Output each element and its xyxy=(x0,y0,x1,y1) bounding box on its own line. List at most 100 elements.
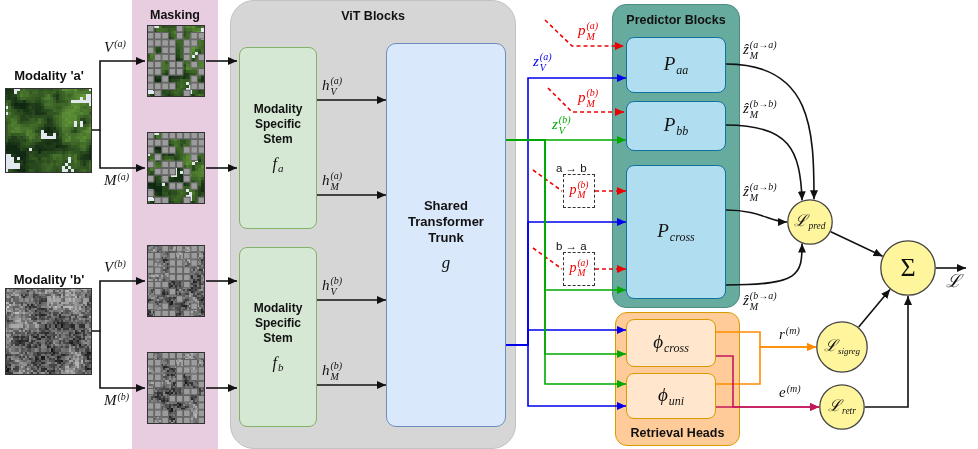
panel-heading: Predictor Blocks xyxy=(626,13,725,27)
formula: g xyxy=(442,254,451,271)
node-content: Pcross xyxy=(627,166,725,298)
connector xyxy=(317,99,386,101)
connector xyxy=(506,78,626,345)
formula: M(a) xyxy=(104,172,129,188)
math-symbol: h xyxy=(322,172,330,188)
connector xyxy=(859,289,890,327)
script-stack: (b→a)M xyxy=(750,291,777,312)
masked-image xyxy=(147,352,205,424)
subscript: M xyxy=(577,269,585,279)
masked-image xyxy=(147,132,205,204)
formula: z(b)V xyxy=(552,115,571,136)
label-slot: h(a)V xyxy=(322,76,342,97)
superscript: (a) xyxy=(331,171,343,182)
label-slot: p(b)M xyxy=(578,88,598,109)
subscript: M xyxy=(587,99,595,110)
masked-image xyxy=(147,25,205,97)
panel-heading-slot: Retrieval Heads xyxy=(616,423,739,441)
formula: ẑ(b→a)M xyxy=(743,291,777,312)
superscript: (b) xyxy=(331,276,343,287)
math-symbol: P xyxy=(664,114,676,135)
formula: ℒ xyxy=(946,272,961,290)
node-content: p(b)M xyxy=(564,175,594,207)
panel-heading-slot: Masking xyxy=(132,5,218,23)
formula: h(b)M xyxy=(322,361,342,382)
formula: h(a)V xyxy=(322,76,342,97)
direction-label: a → b xyxy=(556,162,587,174)
label-slot: e(m) xyxy=(779,383,801,401)
connector xyxy=(831,232,883,257)
circle-shape xyxy=(820,385,864,429)
label-slot: M(a) xyxy=(104,171,129,189)
formula: p(b)M xyxy=(569,181,588,201)
label-slot: ẑ(b→b)M xyxy=(743,99,777,120)
input-arrow xyxy=(206,280,237,282)
math-symbol: e xyxy=(779,384,786,400)
circle-shape xyxy=(817,322,867,372)
math-symbol: V xyxy=(104,259,113,275)
label-slot: p(a)M xyxy=(578,21,598,42)
math-symbol: ℒ xyxy=(794,212,807,229)
predictor-box: Pbb xyxy=(626,101,726,151)
subscript: uni xyxy=(669,394,684,408)
node-content: ℒretr xyxy=(819,384,865,430)
subscript: sigreg xyxy=(838,346,860,356)
connector xyxy=(865,296,908,407)
connector xyxy=(506,222,626,345)
script-stack: (a)M xyxy=(331,171,343,192)
superscript: (b) xyxy=(331,361,343,372)
superscript: (a) xyxy=(331,76,343,87)
script-stack: (a)M xyxy=(577,259,588,279)
label-slot: b → a xyxy=(556,236,587,254)
label-slot: ẑ(b→a)M xyxy=(743,291,777,312)
math-symbol: M xyxy=(104,172,117,188)
connector xyxy=(506,140,626,384)
formula: p(a)M xyxy=(569,259,588,279)
formula: e(m) xyxy=(779,384,801,400)
panel-heading: Retrieval Heads xyxy=(631,426,725,440)
input-arrow xyxy=(206,387,237,389)
formula: h(b)V xyxy=(322,276,342,297)
label-slot: z(b)V xyxy=(552,115,571,136)
label-slot: ẑ(a→b)M xyxy=(743,182,777,203)
predictor-box: Pcross xyxy=(626,165,726,299)
math-symbol: h xyxy=(322,362,330,378)
script-stack: (b→b)M xyxy=(750,99,777,120)
panel-heading-slot: ViT Blocks xyxy=(231,6,515,24)
input-arrow xyxy=(206,60,237,62)
math-symbol: ϕ xyxy=(658,384,668,405)
math-symbol: z xyxy=(533,53,539,69)
script-stack: (b)V xyxy=(331,276,343,297)
formula: r(m) xyxy=(779,326,800,342)
head-box: ϕuni xyxy=(626,373,716,419)
loss-circle: ℒsigreg xyxy=(816,321,868,373)
superscript: (b) xyxy=(587,88,599,99)
connector xyxy=(506,140,626,354)
math-symbol: M xyxy=(104,392,117,408)
sum-circle: Σ xyxy=(880,240,936,296)
superscript: (a) xyxy=(577,259,588,269)
label-slot: h(a)M xyxy=(322,171,342,192)
label-slot: ẑ(a→a)M xyxy=(743,40,777,61)
node-content: Σ xyxy=(880,240,936,296)
stem-box: Modality Specific Stemfb xyxy=(239,247,317,427)
superscript: (a) xyxy=(118,171,130,182)
math-symbol: ẑ xyxy=(743,292,749,308)
output-arrow xyxy=(936,267,966,269)
formula: fb xyxy=(273,355,284,373)
connector xyxy=(506,330,626,345)
superscript: (a→b) xyxy=(750,182,777,193)
label-slot: h(b)V xyxy=(322,276,342,297)
subscript: M xyxy=(587,32,595,43)
script-stack: (b)M xyxy=(577,181,588,201)
panel-heading: Masking xyxy=(150,8,200,22)
math-symbol: ℒ xyxy=(824,337,837,354)
subscript: pred xyxy=(808,221,825,231)
vit-panel: ViT BlocksModality Specific StemfaModali… xyxy=(230,0,516,449)
math-symbol: z xyxy=(552,116,558,132)
subscript: M xyxy=(331,372,339,383)
superscript: (a→a) xyxy=(750,40,777,51)
script-stack: (b)V xyxy=(559,115,571,136)
subscript: V xyxy=(559,126,565,137)
superscript: (b) xyxy=(114,258,126,269)
